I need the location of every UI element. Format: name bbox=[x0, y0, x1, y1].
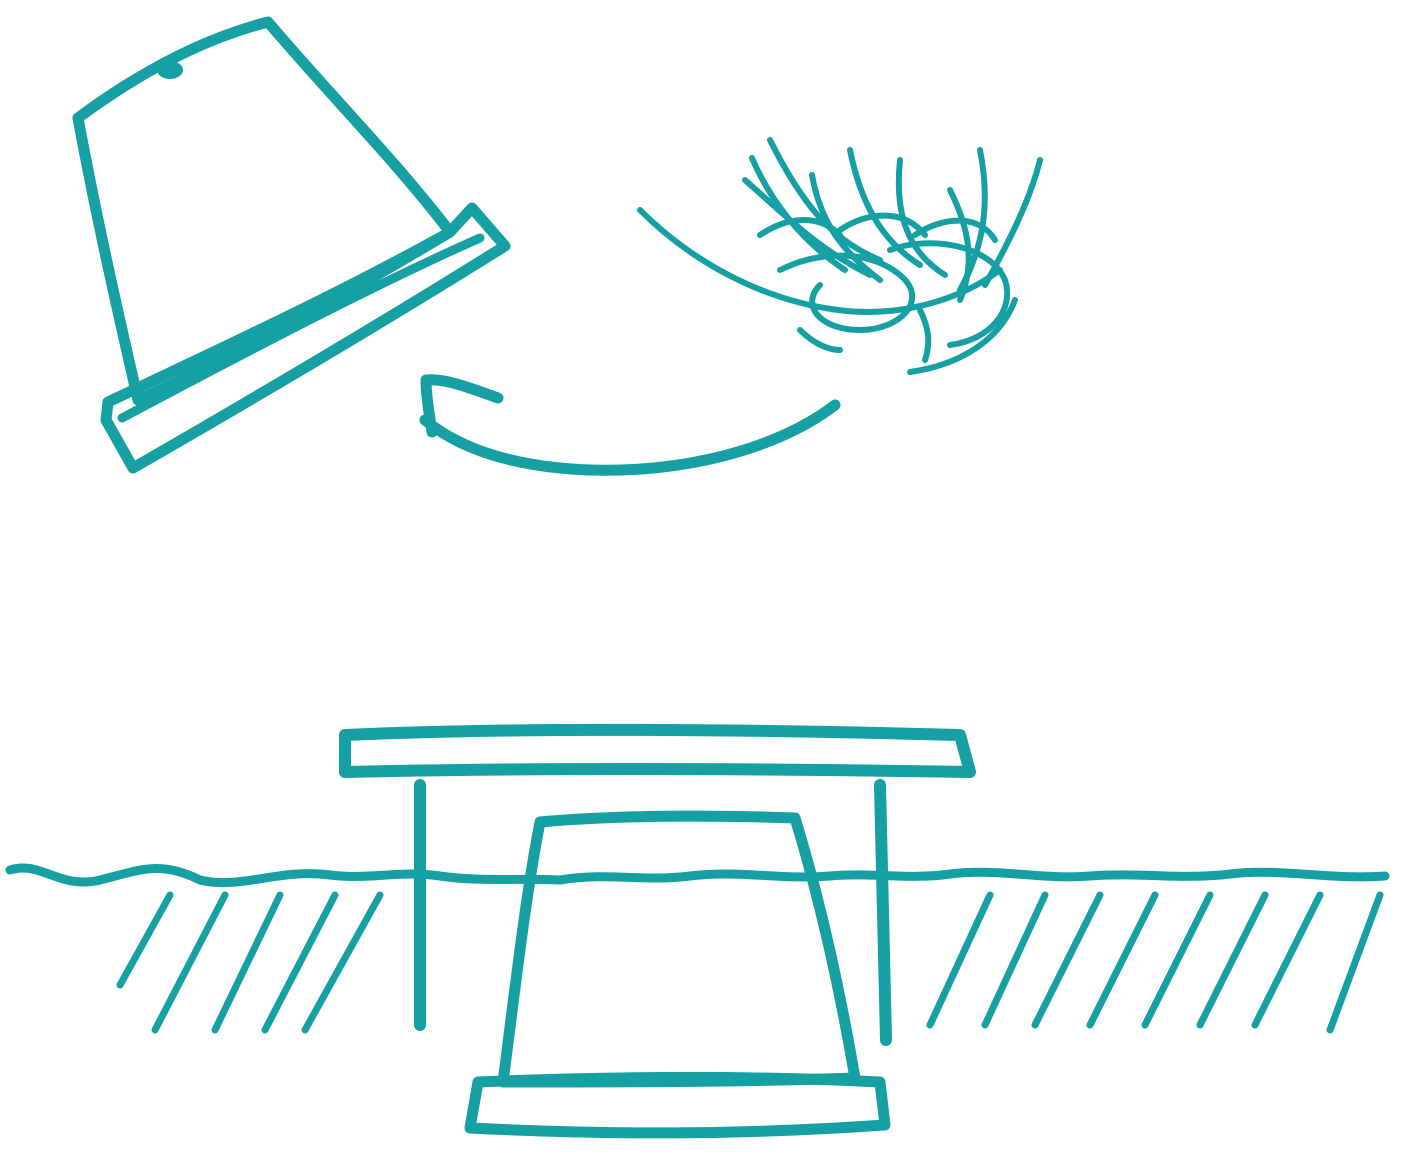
step-1-group bbox=[78, 22, 1040, 470]
pot-in-ground-icon bbox=[470, 816, 885, 1133]
overturned-pot-icon bbox=[78, 22, 505, 468]
small-table-icon bbox=[345, 730, 970, 1040]
grass-clump-icon bbox=[640, 140, 1040, 372]
soil-hatching-right bbox=[930, 895, 1380, 1030]
curved-arrow-icon bbox=[425, 380, 835, 471]
soil-hatching-left bbox=[120, 895, 380, 1030]
ground-surface-icon bbox=[10, 868, 1385, 883]
drain-hole-icon bbox=[157, 61, 183, 79]
step-2-group bbox=[10, 730, 1385, 1133]
